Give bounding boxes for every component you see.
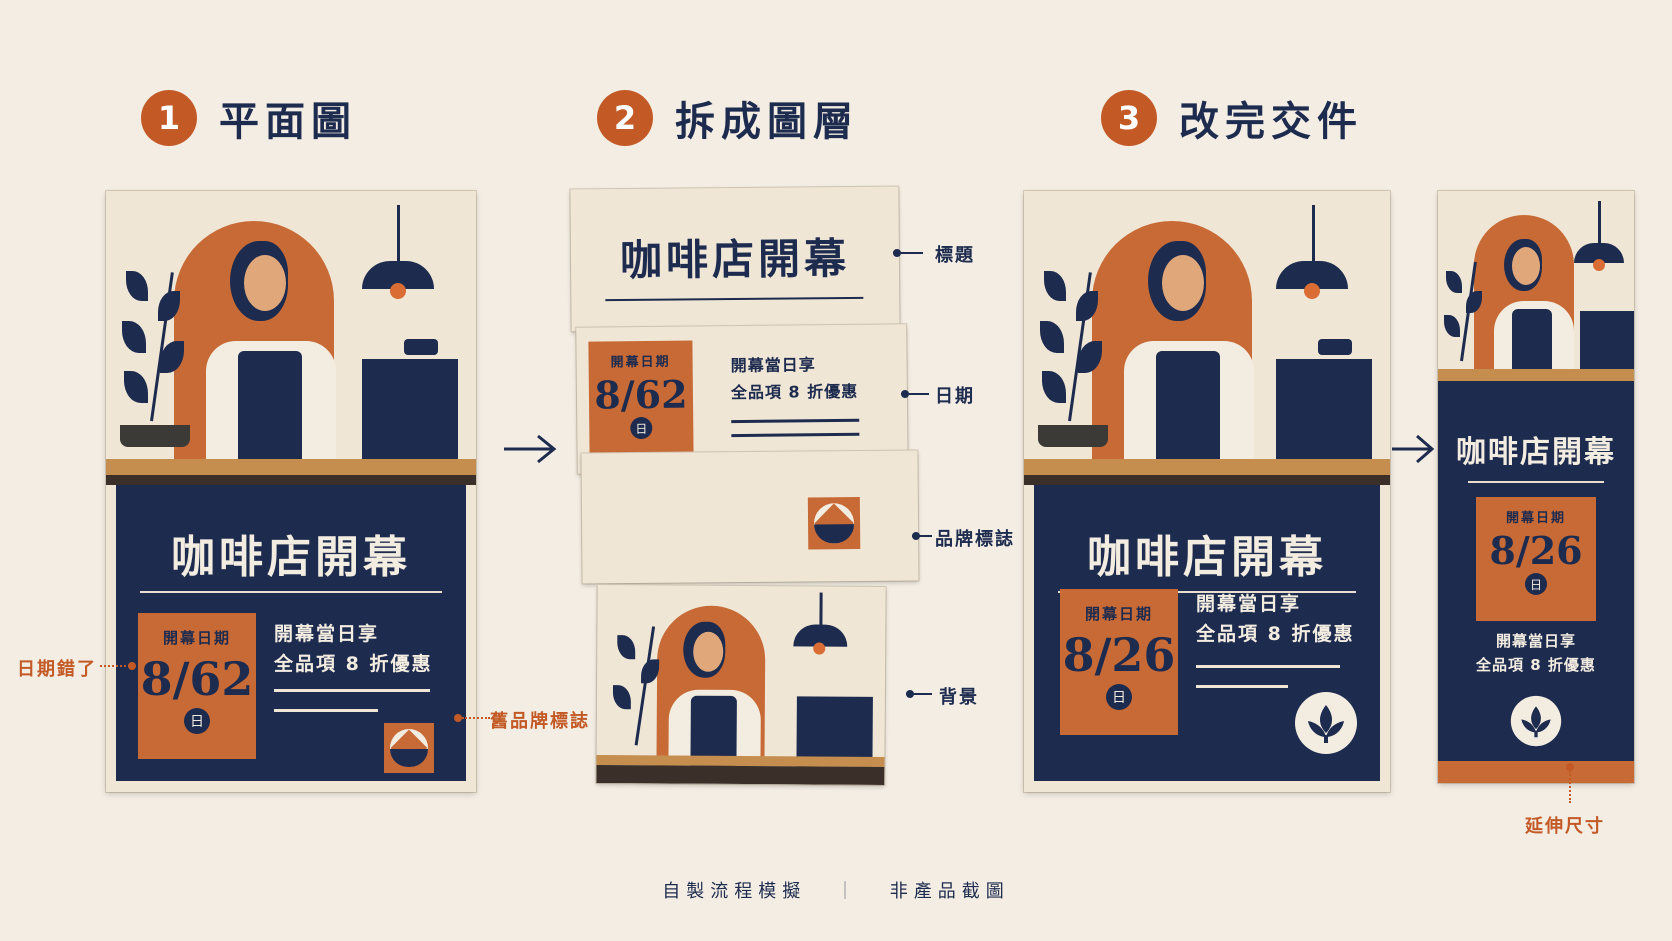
step-3-title: 改完交件 xyxy=(1179,99,1363,145)
date-fixed: 8/26 xyxy=(1062,628,1176,682)
fixed-poster: 咖啡店開幕 開幕日期 8/26 日 開幕當日享 全品項 8 折優惠 xyxy=(1024,191,1390,792)
layer-logo xyxy=(581,450,919,584)
date-box-extended: 開幕日期 8/26 日 xyxy=(1476,497,1596,621)
fixed-offer-text: 開幕當日享 全品項 8 折優惠 xyxy=(1196,593,1355,646)
layer-offer-text: 開幕當日享 全品項 8 折優惠 xyxy=(730,355,859,403)
old-logo-icon xyxy=(384,723,434,773)
step-2-number: 2 xyxy=(597,90,653,146)
step-1-heading: 1 平面圖 xyxy=(141,89,357,147)
date-box-wrong: 開幕日期 8/62 日 xyxy=(138,613,256,759)
step-2-heading: 2 拆成圖層 xyxy=(597,89,859,147)
label-layer-logo: 品牌標誌 xyxy=(935,529,1015,550)
callout-date-wrong: 日期錯了 xyxy=(17,659,97,680)
step-3-heading: 3 改完交件 xyxy=(1101,89,1363,147)
step-2-title: 拆成圖層 xyxy=(675,99,859,145)
fixed-poster-title: 咖啡店開幕 xyxy=(1087,532,1327,583)
step-3-number: 3 xyxy=(1101,90,1157,146)
plant-pot xyxy=(120,425,190,447)
extended-poster: 咖啡店開幕 開幕日期 8/26 日 開幕當日享 全品項 8 折優惠 xyxy=(1438,191,1634,783)
poster-title: 咖啡店開幕 xyxy=(171,532,411,583)
label-layer-title: 標題 xyxy=(935,245,975,266)
arrow-right-icon xyxy=(504,434,557,464)
new-logo-icon xyxy=(1295,692,1357,754)
extended-poster-title: 咖啡店開幕 xyxy=(1456,435,1616,470)
callout-extend: 延伸尺寸 xyxy=(1525,816,1605,837)
offer-text: 開幕當日享 全品項 8 折優惠 xyxy=(274,623,433,676)
layer-title-text: 咖啡店開幕 xyxy=(619,233,851,286)
label-layer-date: 日期 xyxy=(935,386,975,407)
step-1-number: 1 xyxy=(141,90,197,146)
extended-logo-icon xyxy=(1510,695,1562,747)
footer-note: 自製流程模擬 ｜ 非產品截圖 xyxy=(662,881,1010,902)
label-layer-bg: 背景 xyxy=(939,687,979,708)
layer-title: 咖啡店開幕 xyxy=(570,186,900,332)
callout-old-logo: 舊品牌標誌 xyxy=(490,711,590,732)
layer-date-box: 開幕日期 8/62 日 xyxy=(588,340,694,464)
extended-offer-text: 開幕當日享 全品項 8 折優惠 xyxy=(1476,632,1596,674)
step-1-title: 平面圖 xyxy=(219,99,357,145)
date-box-fixed: 開幕日期 8/26 日 xyxy=(1060,589,1178,735)
flat-poster: 咖啡店開幕 開幕日期 8/62 日 開幕當日享 全品項 8 折優惠 xyxy=(106,191,476,792)
coffee-machine xyxy=(362,359,458,477)
layer-logo-icon xyxy=(807,497,861,550)
layer-background xyxy=(596,584,886,786)
arrow-right-icon-2 xyxy=(1392,434,1435,464)
date-wrong: 8/62 xyxy=(140,652,254,706)
